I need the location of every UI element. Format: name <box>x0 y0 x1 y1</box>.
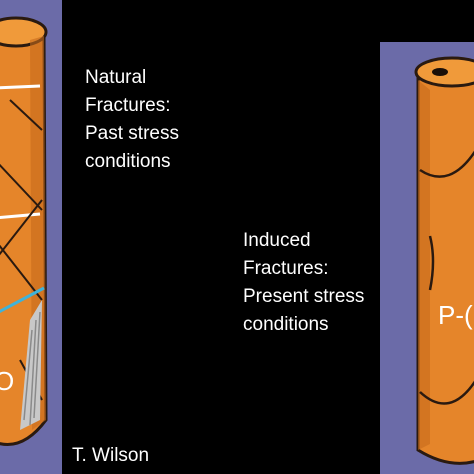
natural-fracture <box>0 212 41 220</box>
author-credit: T. Wilson <box>72 445 150 466</box>
natural-label-line: Past stress <box>85 123 179 144</box>
fracture-trace <box>428 235 435 291</box>
natural-label-line: conditions <box>85 151 171 172</box>
induced-label-line: conditions <box>243 314 329 335</box>
induced-label-line: Present stress <box>243 286 365 307</box>
natural-fracture <box>0 84 41 90</box>
induced-fracture <box>0 286 45 314</box>
left-core-text: O <box>0 366 15 396</box>
induced-label-line: Induced <box>243 230 311 251</box>
natural-fractures-label: Natural Fractures: Past stress condition… <box>85 64 179 176</box>
induced-label-line: Fractures: <box>243 258 329 279</box>
natural-label-line: Natural <box>85 67 147 88</box>
right-core-top-hole <box>432 68 448 76</box>
breakout-zone-texture <box>23 311 41 426</box>
right-core-text: P-( <box>438 300 473 330</box>
fracture-trace <box>0 163 43 211</box>
fracture-trace <box>419 380 474 405</box>
natural-label-line: Fractures: <box>85 95 171 116</box>
right-core-shadow <box>418 80 430 450</box>
induced-fractures-label: Induced Fractures: Present stress condit… <box>243 227 364 339</box>
fracture-trace <box>419 150 474 178</box>
fracture-trace <box>9 99 43 131</box>
fracture-trace <box>0 244 43 301</box>
